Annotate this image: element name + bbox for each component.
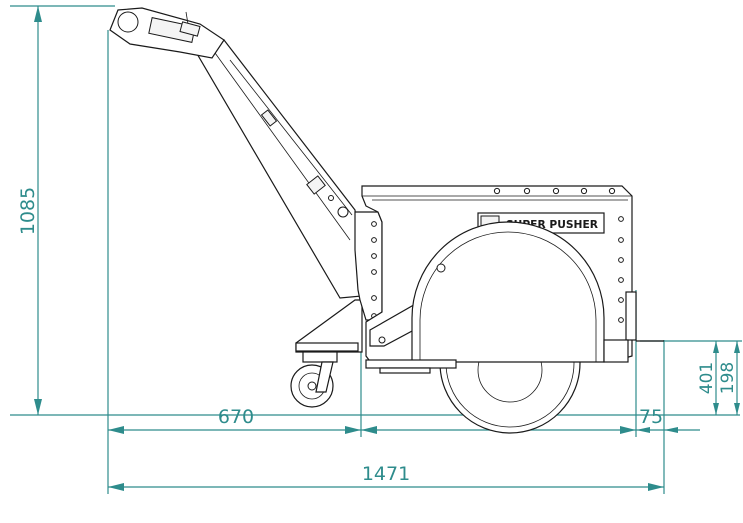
- fender-inner-arc: [419, 231, 597, 362]
- tiller-arm-edge-2: [229, 59, 353, 216]
- plate-hole-3: [371, 253, 377, 259]
- caster-hub: [307, 381, 317, 391]
- dim-726-arrow-left: [361, 426, 377, 434]
- height-arrow-top: [34, 6, 42, 22]
- dim-198-arrow-bottom: [734, 403, 740, 415]
- caster-fork: [302, 351, 338, 363]
- dim-198-arrow-top: [734, 341, 740, 353]
- label-rear-overhang: 75: [639, 406, 663, 428]
- dim-75-arrow-right: [664, 427, 678, 433]
- machine-drawing: SUPER PUSHER: [109, 7, 664, 434]
- side-rivet-4: [618, 277, 624, 283]
- label-coupling-height: 198: [718, 362, 738, 394]
- plate-hole-2: [371, 237, 377, 243]
- side-rivet-1: [618, 216, 624, 222]
- top-rivet-2: [523, 187, 531, 195]
- dim-1471-arrow-left: [108, 483, 124, 491]
- tiller-badge: [260, 109, 278, 127]
- rear-bumper: [625, 291, 637, 341]
- side-rivet-3: [618, 257, 624, 263]
- plate-hole-4: [371, 269, 377, 275]
- handle-button: [179, 21, 201, 37]
- tiller-bolt: [328, 195, 334, 201]
- top-rivet-3: [552, 187, 560, 195]
- dim-670-arrow-right: [345, 426, 361, 434]
- undercarriage-skid: [379, 367, 431, 374]
- tiller-pivot: [337, 206, 349, 218]
- dim-75-arrow-left: [636, 427, 650, 433]
- handle-switch: [185, 11, 189, 25]
- dim-726-arrow-right: [620, 426, 636, 434]
- rear-skirt: [603, 339, 629, 363]
- plate-hole-5: [371, 295, 377, 301]
- side-rivet-6: [618, 317, 624, 323]
- brace-bolt: [378, 336, 386, 344]
- tiller-arrow-decal: [306, 175, 326, 195]
- wheel-fender: [411, 221, 605, 363]
- handle-knob: [117, 11, 139, 33]
- dim-670-arrow-left: [108, 426, 124, 434]
- tiller-arm-edge: [209, 45, 351, 241]
- caster-leg: [315, 361, 334, 393]
- side-rivet-2: [618, 237, 624, 243]
- dim-401-arrow-bottom: [713, 403, 719, 415]
- plate-hole-1: [371, 221, 377, 227]
- height-arrow-bottom: [34, 399, 42, 415]
- top-rivet-4: [580, 187, 588, 195]
- tiller-arm: [195, 39, 363, 299]
- caster-plate: [295, 342, 359, 352]
- label-total-height: 1085: [17, 187, 39, 235]
- fender-bolt: [436, 263, 446, 273]
- side-rivet-5: [618, 297, 624, 303]
- dim-401-arrow-top: [713, 341, 719, 353]
- dim-1471-arrow-right: [648, 483, 664, 491]
- top-rivet-5: [608, 187, 616, 195]
- top-rivet-1: [493, 187, 501, 195]
- label-total-length: 1471: [362, 463, 410, 485]
- label-front-overhang: 670: [218, 406, 254, 428]
- undercarriage-bar: [365, 359, 457, 369]
- label-bumper-height: 401: [697, 362, 717, 394]
